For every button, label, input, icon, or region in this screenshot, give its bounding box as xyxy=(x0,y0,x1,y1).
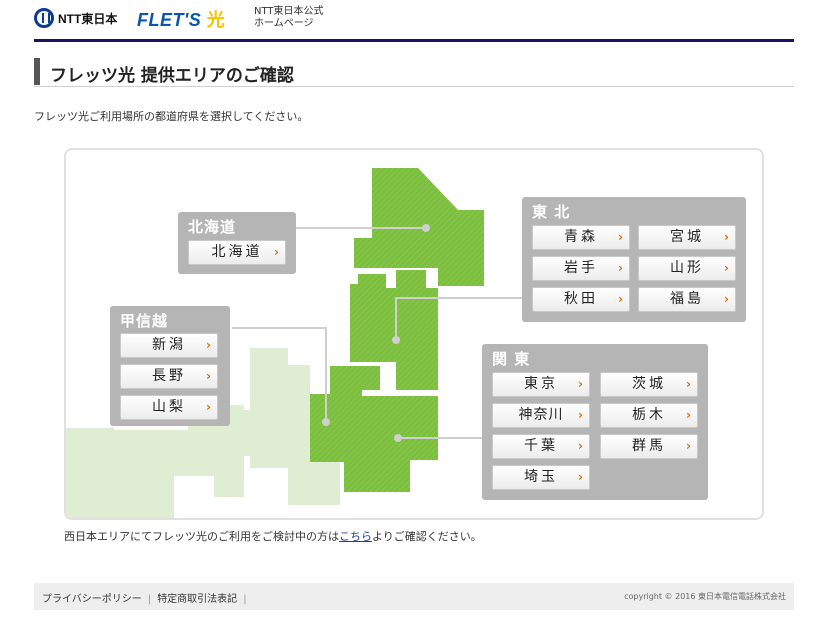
pref-label: 茨城 xyxy=(632,376,666,392)
pref-label: 東京 xyxy=(524,376,558,392)
lead-text: フレッツ光ご利用場所の都道府県を選択してください。 xyxy=(34,110,309,123)
pref-button-tokyo[interactable]: 東京 › xyxy=(492,372,590,397)
pref-label: 山形 xyxy=(670,260,704,276)
pref-button-kanagawa[interactable]: 神奈川 › xyxy=(492,403,590,428)
chevron-right-icon: › xyxy=(724,261,729,275)
chevron-right-icon: › xyxy=(724,292,729,306)
chevron-right-icon: › xyxy=(206,369,211,383)
pref-button-iwate[interactable]: 岩手 › xyxy=(532,256,630,281)
site-header: NTT東日本 FLET'S 光 NTT東日本公式 ホームページ xyxy=(34,0,794,42)
pref-button-gunma[interactable]: 群馬 › xyxy=(600,434,698,459)
footer-separator: | xyxy=(243,594,247,605)
official-homepage-label[interactable]: NTT東日本公式 ホームページ xyxy=(254,6,324,30)
pref-button-aomori[interactable]: 青森 › xyxy=(532,225,630,250)
official-line-1: NTT東日本公式 xyxy=(254,6,324,17)
note-before: 西日本エリアにてフレッツ光のご利用をご検討中の方は xyxy=(64,530,339,543)
chevron-right-icon: › xyxy=(578,408,583,422)
page-title-bar: フレッツ光 提供エリアのご確認 xyxy=(34,58,794,87)
pref-button-akita[interactable]: 秋田 › xyxy=(532,287,630,312)
region-hokkaido: 北海道 北海道 › xyxy=(178,212,296,274)
chevron-right-icon: › xyxy=(724,230,729,244)
pref-label: 青森 xyxy=(564,229,598,245)
map-koshinetsu[interactable] xyxy=(310,366,380,462)
pref-button-hokkaido[interactable]: 北海道 › xyxy=(188,240,286,265)
chevron-right-icon: › xyxy=(618,230,623,244)
pref-label: 宮城 xyxy=(670,229,704,245)
region-title-tohoku: 東 北 xyxy=(532,203,571,221)
west-japan-note: 西日本エリアにてフレッツ光のご利用をご検討中の方はこちらよりご確認ください。 xyxy=(64,528,482,544)
pref-button-chiba[interactable]: 千葉 › xyxy=(492,434,590,459)
region-title-kanto: 関 東 xyxy=(492,350,531,368)
pref-label: 山梨 xyxy=(152,399,186,415)
chevron-right-icon: › xyxy=(578,439,583,453)
pref-label: 岩手 xyxy=(564,260,598,276)
region-koshinetsu: 甲信越 新潟 › 長野 › 山梨 › xyxy=(110,306,230,426)
chevron-right-icon: › xyxy=(206,400,211,414)
map-kanto[interactable] xyxy=(344,396,438,492)
pref-label: 長野 xyxy=(152,368,186,384)
chevron-right-icon: › xyxy=(618,292,623,306)
footer-separator: | xyxy=(147,594,152,605)
pref-button-ibaraki[interactable]: 茨城 › xyxy=(600,372,698,397)
pref-button-tochigi[interactable]: 栃木 › xyxy=(600,403,698,428)
site-footer: プライバシーポリシー | 特定商取引法表記 | copyright © 2016 東日… xyxy=(34,583,794,610)
pref-label: 群馬 xyxy=(632,438,666,454)
pref-label: 千葉 xyxy=(524,438,558,454)
pref-button-miyagi[interactable]: 宮城 › xyxy=(638,225,736,250)
region-kanto: 関 東 東京 › 茨城 › 神奈川 › 栃木 › 千葉 › 群馬 › 埼玉 › xyxy=(482,344,708,500)
commerce-law-link[interactable]: 特定商取引法表記 xyxy=(157,594,238,605)
pref-button-saitama[interactable]: 埼玉 › xyxy=(492,465,590,490)
chevron-right-icon: › xyxy=(274,245,279,259)
region-tohoku: 東 北 青森 › 宮城 › 岩手 › 山形 › 秋田 › 福島 › xyxy=(522,197,746,322)
chevron-right-icon: › xyxy=(618,261,623,275)
chevron-right-icon: › xyxy=(686,408,691,422)
west-japan-link[interactable]: こちら xyxy=(339,530,372,543)
ntt-logo-icon xyxy=(34,8,54,28)
pref-button-fukushima[interactable]: 福島 › xyxy=(638,287,736,312)
chevron-right-icon: › xyxy=(206,338,211,352)
map-tohoku[interactable] xyxy=(350,270,438,390)
leader-lines xyxy=(232,227,522,439)
pref-label: 秋田 xyxy=(564,291,598,307)
flets-logo[interactable]: FLET'S 光 xyxy=(137,6,225,32)
pref-label: 新潟 xyxy=(152,337,186,353)
ntt-logo-text: NTT東日本 xyxy=(58,11,118,26)
ntt-east-logo[interactable]: NTT東日本 xyxy=(34,7,117,29)
japan-map xyxy=(66,168,522,518)
chevron-right-icon: › xyxy=(686,377,691,391)
pref-label: 福島 xyxy=(670,291,704,307)
copyright: copyright © 2016 東日本電信電話株式会社 xyxy=(624,592,786,601)
pref-button-yamagata[interactable]: 山形 › xyxy=(638,256,736,281)
region-title-hokkaido: 北海道 xyxy=(188,218,237,236)
pref-button-nagano[interactable]: 長野 › xyxy=(120,364,218,389)
pref-button-yamanashi[interactable]: 山梨 › xyxy=(120,395,218,420)
title-mark xyxy=(34,58,40,85)
chevron-right-icon: › xyxy=(578,377,583,391)
pref-label: 栃木 xyxy=(632,407,666,423)
pref-button-niigata[interactable]: 新潟 › xyxy=(120,333,218,358)
privacy-policy-link[interactable]: プライバシーポリシー xyxy=(42,594,142,605)
flets-hikari-mark: 光 xyxy=(206,10,226,30)
pref-label: 埼玉 xyxy=(524,469,558,485)
note-after: よりご確認ください。 xyxy=(372,530,482,543)
flets-logo-text: FLET'S xyxy=(137,10,202,30)
chevron-right-icon: › xyxy=(686,439,691,453)
pref-label: 北海道 xyxy=(211,244,263,260)
leader-dots xyxy=(322,224,430,442)
footer-links: プライバシーポリシー | 特定商取引法表記 | xyxy=(42,590,253,605)
official-line-2: ホームページ xyxy=(254,18,314,29)
area-map: 北海道 北海道 › 東 北 青森 › 宮城 › 岩手 › 山形 › 秋田 › 福島 › 甲信越… xyxy=(64,148,764,520)
page-title: フレッツ光 提供エリアのご確認 xyxy=(50,66,294,86)
region-title-koshinetsu: 甲信越 xyxy=(120,312,169,330)
chevron-right-icon: › xyxy=(578,470,583,484)
pref-label: 神奈川 xyxy=(518,407,564,423)
